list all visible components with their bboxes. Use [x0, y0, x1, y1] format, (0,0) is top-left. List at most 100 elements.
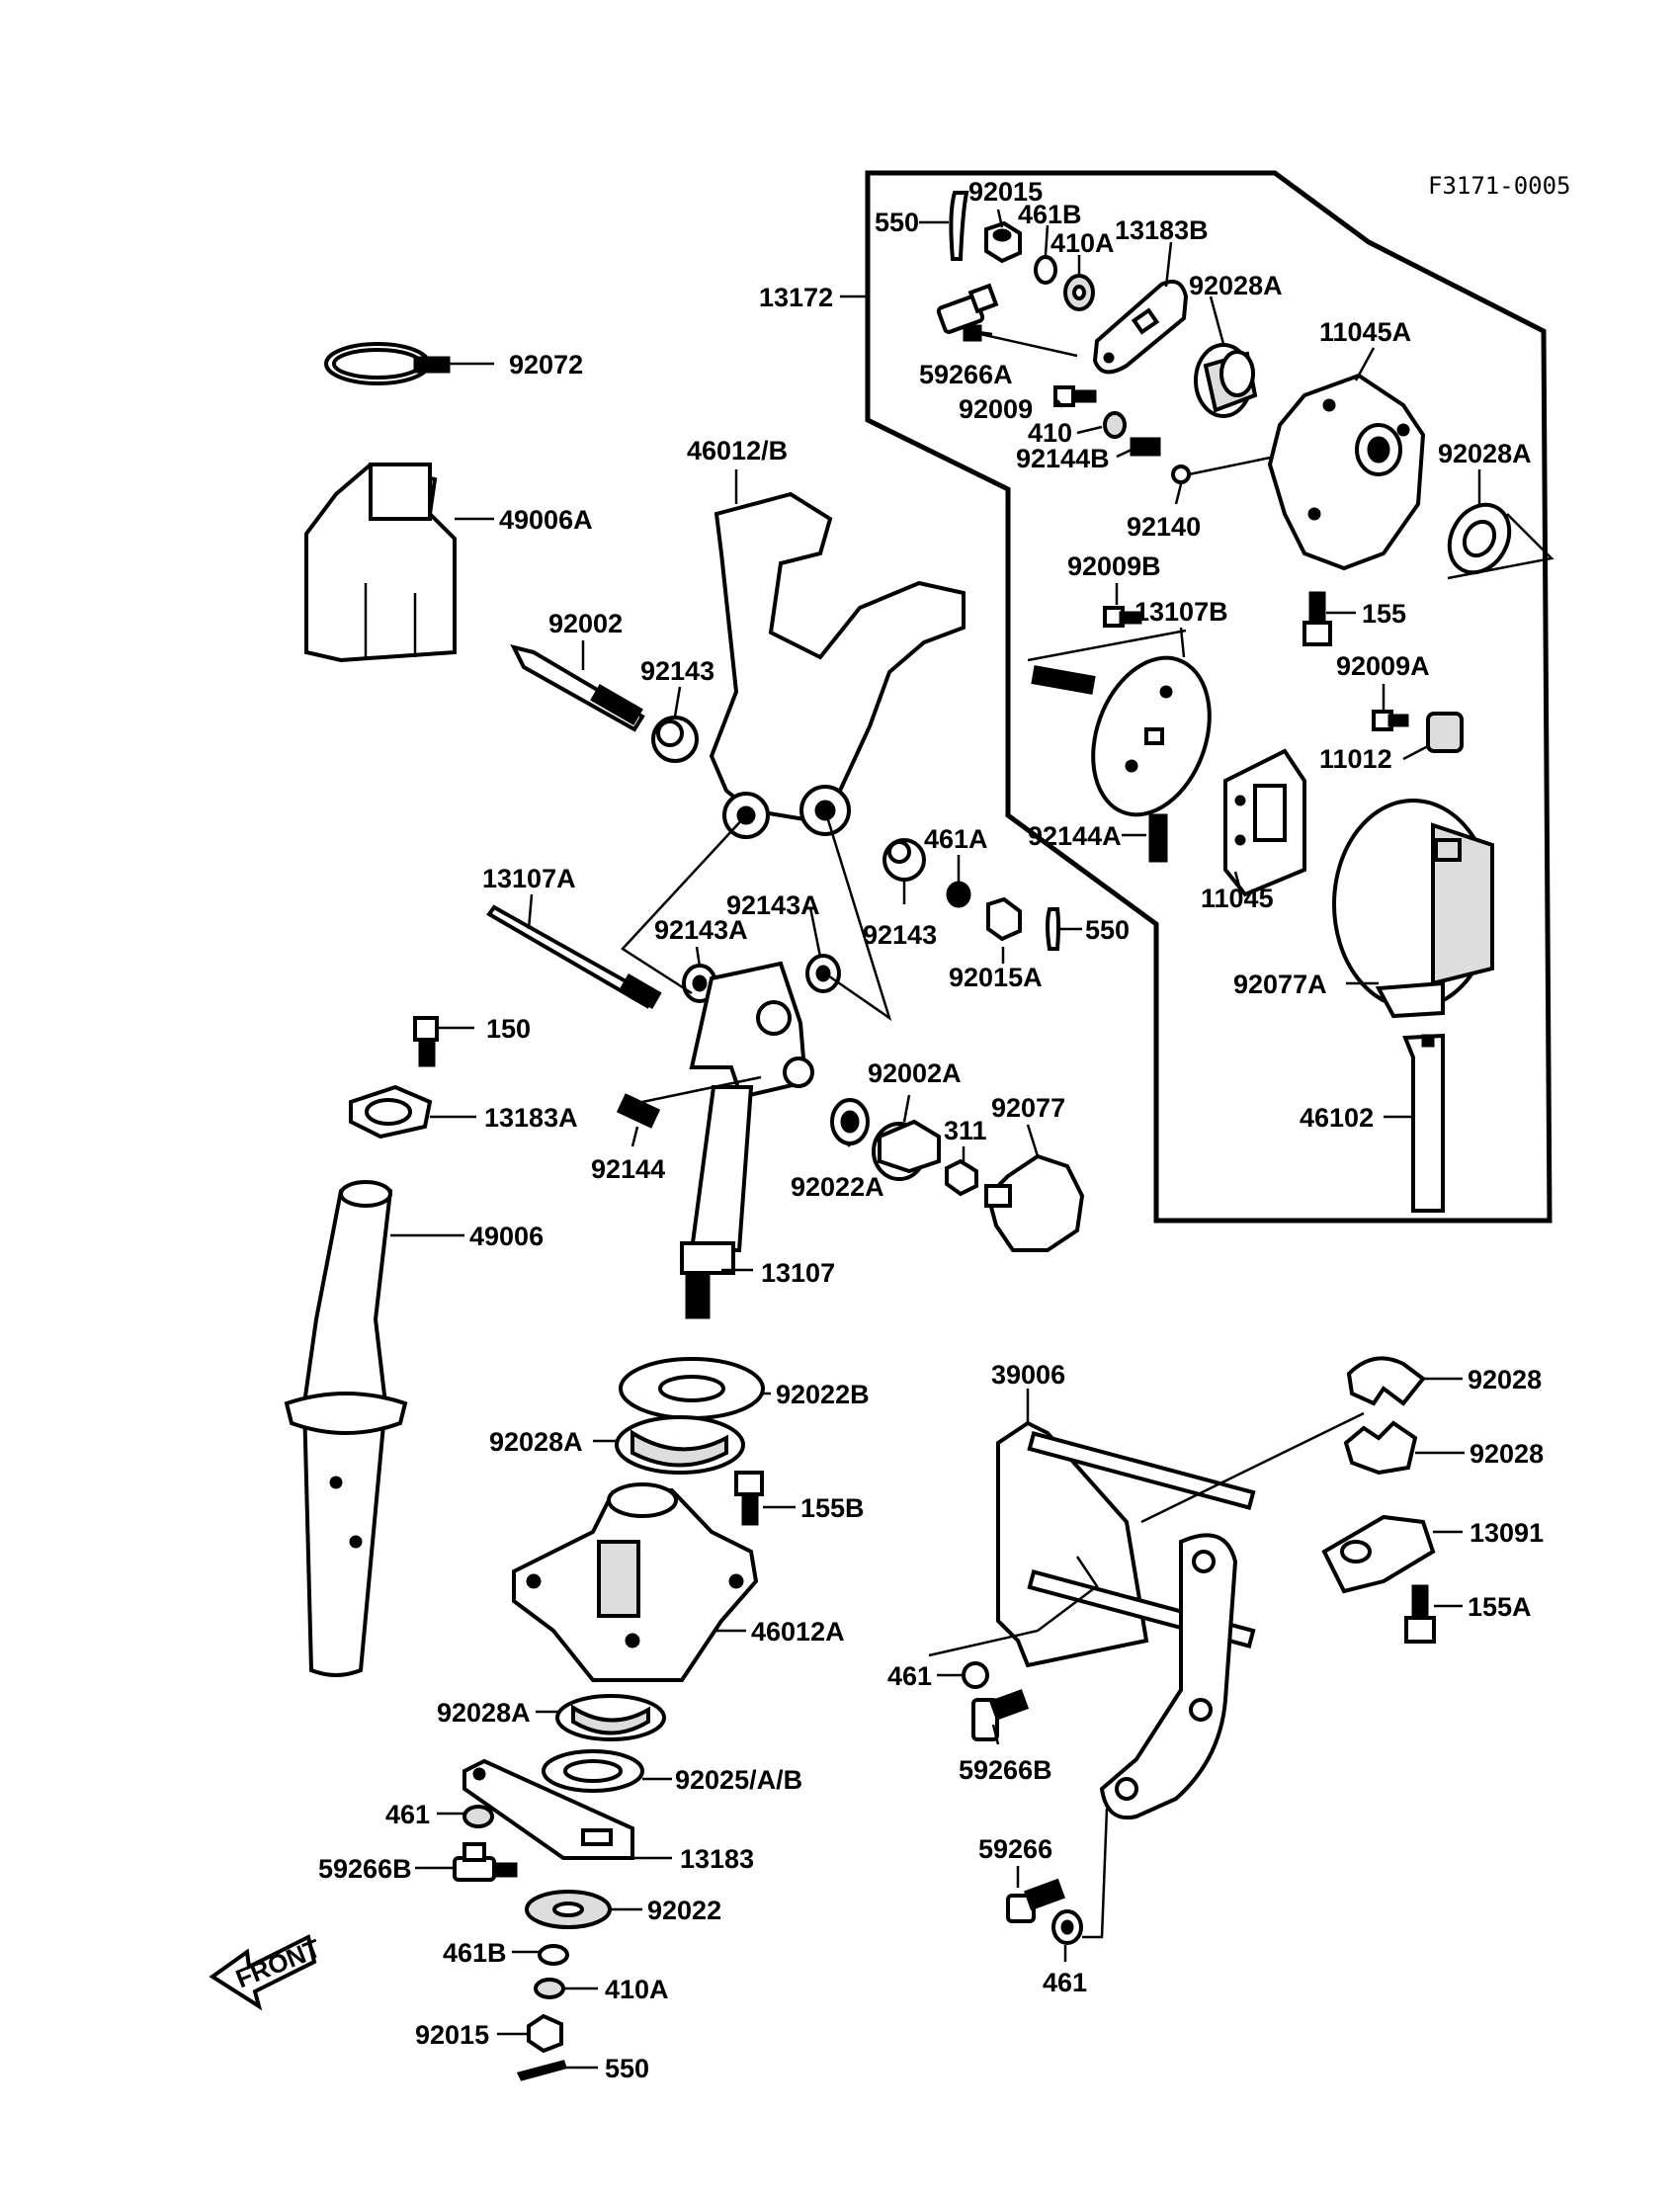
label-92028-1: 92028 [1468, 1365, 1542, 1394]
nut-92015-top [984, 220, 1022, 264]
label-550-mid: 550 [1085, 915, 1130, 945]
label-92022B: 92022B [776, 1380, 870, 1409]
label-92143A-2: 92143A [726, 890, 820, 920]
label-461-mid: 461 [887, 1661, 932, 1691]
frame-39006 [928, 1411, 1365, 1820]
label-11045A: 11045A [1319, 317, 1411, 347]
label-410A-top: 410A [1050, 228, 1115, 258]
lockwasher-461-low [462, 1805, 494, 1828]
leader-lines [390, 209, 1481, 2070]
label-92022: 92022 [647, 1896, 721, 1925]
cotter-pin-550-mid [1046, 907, 1060, 951]
label-311: 311 [944, 1116, 987, 1145]
label-461B-low: 461B [443, 1938, 507, 1968]
diagram-code: F3171-0005 [1428, 172, 1571, 200]
bushing-92143-top [651, 716, 699, 763]
label-92028A-1: 92028A [1189, 271, 1283, 300]
label-92144: 92144 [591, 1154, 665, 1184]
bolt-92009A [1372, 710, 1409, 731]
label-155B: 155B [800, 1493, 865, 1523]
label-92077: 92077 [991, 1093, 1065, 1123]
cotter-pin-550-low [516, 2060, 567, 2081]
grease-fitting-59266B-low [453, 1842, 518, 1882]
gasket-13183A [349, 1084, 433, 1140]
label-39006: 39006 [991, 1360, 1065, 1390]
label-59266A: 59266A [919, 360, 1013, 389]
label-461B-top: 461B [1018, 200, 1082, 229]
label-92015-low: 92015 [415, 2020, 489, 2050]
label-410: 410 [1028, 418, 1072, 448]
label-46012A: 46012A [751, 1617, 845, 1647]
bracket-11045 [1223, 748, 1306, 897]
label-461-bot: 461 [1043, 1968, 1087, 1997]
washer-92022B [619, 1357, 765, 1420]
housing-11045A [1267, 373, 1426, 571]
shaft-plate-13107B [1027, 629, 1212, 817]
bushing-92028A-1 [1194, 343, 1258, 418]
bracket-46012A [512, 1482, 759, 1682]
label-13107B: 13107B [1134, 597, 1228, 627]
bolt-92009 [1053, 385, 1097, 407]
lockwasher-461B-top [1034, 255, 1057, 285]
washer-92028A-4 [555, 1694, 666, 1741]
bolt-155 [1302, 591, 1332, 646]
washer-92022A [830, 1098, 870, 1145]
cotter-pin-550-top [919, 191, 969, 261]
nut-92002A [872, 1119, 941, 1181]
knob-housing-92077A [1332, 799, 1494, 1019]
knob-92077 [984, 1153, 1085, 1252]
washer-92025AB [542, 1749, 644, 1793]
label-46102: 46102 [1300, 1103, 1374, 1133]
label-13091: 13091 [1470, 1518, 1544, 1548]
washer-410A-top [1063, 274, 1095, 311]
label-92015-top: 92015 [968, 177, 1043, 207]
label-92009B: 92009B [1067, 551, 1161, 581]
label-92002: 92002 [548, 609, 623, 638]
nut-311 [945, 1158, 978, 1197]
washer-410 [1103, 411, 1127, 439]
label-92009: 92009 [959, 394, 1033, 424]
label-461A: 461A [924, 824, 988, 854]
bolt-155A [1404, 1584, 1436, 1644]
nut-92015-low [527, 2013, 563, 2054]
washer-410A-low [534, 1978, 565, 1999]
label-92025AB: 92025/A/B [675, 1765, 802, 1795]
bushing-92028-2 [1343, 1420, 1418, 1476]
label-11012: 11012 [1319, 744, 1392, 774]
label-92028-2: 92028 [1470, 1439, 1544, 1469]
shaft-13107A [486, 904, 662, 1009]
label-13183B: 13183B [1115, 215, 1209, 245]
clamp-13091 [1321, 1514, 1436, 1594]
washer-92022 [525, 1890, 612, 1929]
label-92072: 92072 [509, 350, 583, 380]
clamp-92072 [324, 342, 451, 385]
label-155: 155 [1362, 599, 1406, 629]
label-13107: 13107 [761, 1258, 835, 1288]
boot-49006A [304, 462, 457, 663]
label-92028A-3: 92028A [489, 1427, 583, 1457]
label-49006: 49006 [469, 1222, 544, 1251]
front-arrow: FRONT [209, 1933, 325, 2011]
label-410A-low: 410A [605, 1975, 669, 2004]
label-155A: 155A [1468, 1592, 1532, 1622]
spring-92144B [1130, 437, 1161, 457]
ball-92140 [1171, 453, 1286, 484]
nut-92015A [986, 896, 1022, 942]
lockwasher-461A [946, 881, 971, 908]
lockwasher-461-bot [1051, 1808, 1109, 1945]
washer-92143A-2 [805, 954, 841, 993]
lever-13183B [1092, 280, 1189, 375]
grease-fitting-59266A [936, 283, 1078, 358]
label-59266B-low: 59266B [318, 1854, 412, 1884]
label-13172: 13172 [759, 283, 833, 312]
label-59266: 59266 [978, 1834, 1052, 1864]
label-92077A: 92077A [1233, 970, 1327, 999]
bracket-46012B [709, 491, 966, 839]
grease-fitting-59266B-mid [971, 1689, 1030, 1741]
label-59266B-mid: 59266B [959, 1755, 1052, 1785]
label-92015A: 92015A [949, 963, 1043, 992]
label-92028A-4: 92028A [437, 1698, 531, 1728]
assembly-box-13172 [865, 170, 1553, 1224]
spring-92144 [616, 1093, 661, 1129]
